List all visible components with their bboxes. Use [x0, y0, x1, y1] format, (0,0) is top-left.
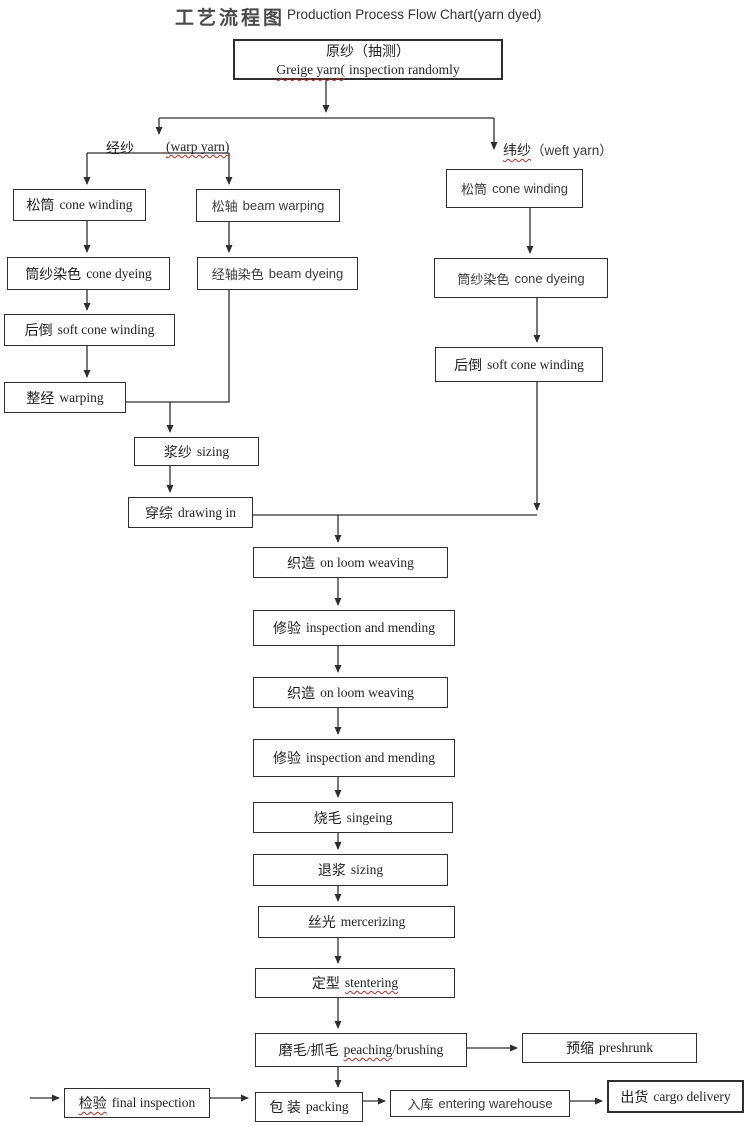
node-entering-warehouse: 入库 entering warehouse [390, 1090, 570, 1117]
node-mercerizing: 丝光 mercerizing [258, 906, 455, 938]
node-cone-winding-warp: 松筒 cone winding [13, 189, 146, 221]
page-title-cn: 工艺流程图 [175, 8, 286, 29]
node-soft-cone-winding-weft: 后倒 soft cone winding [435, 347, 603, 382]
wire-beamdyeing-join [126, 290, 230, 403]
node-soft-cone-winding-warp: 后倒 soft cone winding [4, 314, 175, 346]
node-mending-2: 修验 inspection and mending [253, 739, 455, 777]
node-greige-yarn: 原纱（抽测） Greige yarn(inspection randomly [233, 39, 503, 80]
node-beam-warping: 松轴 beam warping [196, 189, 340, 222]
node-peaching-brushing: 磨毛/抓毛 peaching/brushing [255, 1033, 467, 1067]
node-cargo-delivery: 出货 cargo delivery [607, 1080, 744, 1113]
node-weaving-2: 织造 on loom weaving [253, 677, 448, 708]
node-sizing: 浆纱 sizing [134, 437, 259, 466]
node-packing: 包 装 packing [255, 1092, 363, 1122]
node-cone-winding-weft: 松筒 cone winding [446, 169, 583, 208]
node-weaving-1: 织造 on loom weaving [253, 547, 448, 578]
node-warping: 整经 warping [4, 382, 126, 413]
page-title-en: Production Process Flow Chart(yarn dyed) [287, 7, 542, 22]
node-mending-1: 修验 inspection and mending [253, 610, 455, 646]
node-desizing: 退浆 sizing [253, 854, 448, 886]
node-final-inspection: 检验 final inspection [64, 1088, 210, 1118]
node-drawing-in: 穿综 drawing in [128, 497, 253, 528]
node-stentering: 定型 stentering [255, 968, 455, 998]
node-beam-dyeing: 经轴染色 beam dyeing [197, 257, 358, 290]
node-preshrunk: 预缩 preshrunk [522, 1033, 697, 1063]
weft-branch-label: 纬纱（weft yarn） [503, 143, 613, 159]
warp-branch-label-en: (warp yarn) [166, 139, 230, 154]
node-singeing: 烧毛 singeing [253, 802, 453, 833]
node-cone-dyeing-weft: 筒纱染色 cone dyeing [434, 258, 608, 298]
warp-branch-label: 经纱 [106, 142, 134, 157]
node-cone-dyeing-warp: 筒纱染色 cone dyeing [7, 257, 170, 290]
